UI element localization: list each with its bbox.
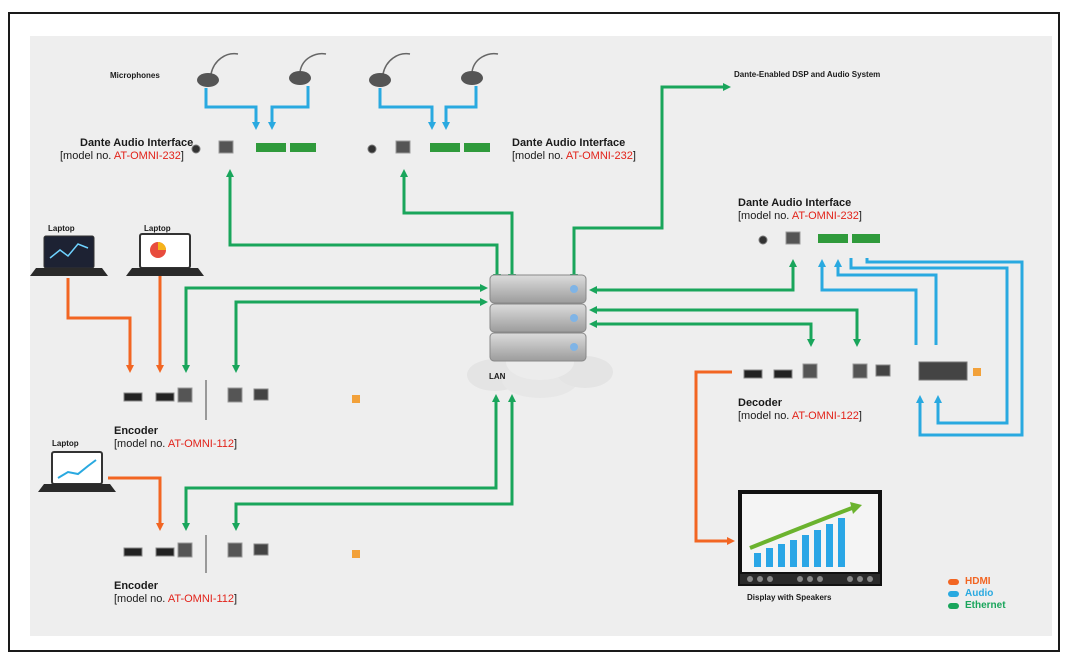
model-prefix: [model no.: [114, 593, 168, 605]
dante-interface-name: Dante Audio Interface: [738, 197, 852, 209]
model-number: AT-OMNI-232: [565, 150, 633, 162]
dante-interface-2-label: Dante Audio Interface: [512, 137, 625, 150]
ethernet-link-encoder-2-b: [232, 394, 516, 531]
dante-interface-name: Dante Audio Interface: [512, 137, 626, 149]
microphone-icon: [369, 52, 411, 87]
ethernet-link-decoder-a: [589, 306, 861, 347]
audio-link-mic-3: [378, 88, 436, 130]
encoder-2-label: Encoder: [114, 580, 159, 592]
model-suffix: ]: [858, 210, 862, 222]
encoder-2-model: [model no. AT-OMNI-112]: [114, 593, 237, 606]
legend-swatch: [948, 578, 959, 585]
hdmi-link-display: [694, 370, 735, 545]
encoder-1-label: Encoder: [114, 425, 159, 437]
ethernet-link-encoder-1-b: [232, 298, 488, 373]
model-number: AT-OMNI-112: [167, 593, 235, 605]
dante-interface-3-label: Dante Audio Interface: [738, 197, 851, 210]
ethernet-link-dante-2: [400, 169, 516, 282]
dante-interface-1-model: [model no. AT-OMNI-232]: [60, 150, 184, 163]
model-prefix: [model no.: [114, 438, 168, 450]
ethernet-links: [182, 83, 861, 531]
display-label: Display with Speakers: [747, 593, 832, 602]
model-suffix: ]: [234, 438, 238, 450]
hdmi-link-laptop-3: [108, 476, 164, 531]
model-number: AT-OMNI-232: [791, 210, 859, 222]
model-suffix: ]: [632, 150, 636, 162]
ethernet-link-dsp: [570, 83, 731, 282]
laptop-label: Laptop: [52, 439, 79, 448]
model-prefix: [model no.: [738, 410, 792, 422]
audio-link-dec-dante-b: [818, 259, 918, 345]
hdmi-links: [66, 276, 735, 545]
display-icon: [738, 490, 882, 586]
microphone-icon: [289, 52, 327, 85]
microphone-icon: [197, 52, 239, 87]
dsp-label: Dante-Enabled DSP and Audio System: [734, 70, 881, 79]
legend-hdmi: HDMI: [948, 576, 991, 587]
model-prefix: [model no.: [60, 150, 114, 162]
dante-interface-details: [191, 140, 880, 245]
lan-label: LAN: [489, 372, 506, 381]
legend-label: Audio: [965, 588, 994, 599]
legend-swatch: [948, 602, 959, 609]
dante-interface-3-model: [model no. AT-OMNI-232]: [738, 210, 862, 223]
ethernet-link-encoder-1-a: [182, 284, 488, 373]
audio-link-dec-dante-a: [834, 259, 938, 345]
model-prefix: [model no.: [512, 150, 566, 162]
laptop-label: Laptop: [144, 224, 171, 233]
audio-link-mic-2: [268, 86, 310, 130]
lan-icon: [467, 274, 613, 398]
laptop-icon: [126, 233, 204, 276]
model-prefix: [model no.: [738, 210, 792, 222]
decoder-model: [model no. AT-OMNI-122]: [738, 410, 862, 423]
ethernet-link-decoder-b: [589, 320, 815, 347]
legend-audio: Audio: [948, 588, 993, 599]
audio-link-mic-4: [442, 86, 478, 130]
model-suffix: ]: [234, 593, 238, 605]
hdmi-link-laptop-1: [66, 278, 134, 373]
laptop-icon: [30, 235, 108, 276]
encoder-decoder-details: [123, 361, 981, 573]
dante-interface-1-label: Dante Audio Interface: [80, 137, 194, 150]
microphone-icon: [461, 52, 499, 85]
legend-label: HDMI: [965, 576, 991, 587]
legend-ethernet: Ethernet: [948, 600, 1006, 611]
legend-label: Ethernet: [965, 600, 1006, 611]
dante-interface-name: Dante Audio Interface: [80, 137, 194, 149]
model-suffix: ]: [858, 410, 862, 422]
audio-links: [204, 86, 1024, 437]
dante-interface-2-model: [model no. AT-OMNI-232]: [512, 150, 636, 163]
audio-link-dante-dec-a: [849, 258, 1009, 425]
ethernet-link-dante-3: [589, 259, 797, 294]
decoder-label: Decoder: [738, 397, 783, 409]
encoder-1-model: [model no. AT-OMNI-112]: [114, 438, 237, 451]
microphones-group: [197, 52, 499, 87]
microphones-label: Microphones: [110, 71, 160, 80]
model-number: AT-OMNI-232: [113, 150, 181, 162]
laptop-label: Laptop: [48, 224, 75, 233]
model-suffix: ]: [180, 150, 184, 162]
model-number: AT-OMNI-112: [167, 438, 235, 450]
legend-swatch: [948, 590, 959, 597]
audio-link-mic-1: [204, 88, 260, 130]
laptop-icon: [38, 451, 116, 492]
audio-link-dante-dec-b: [865, 258, 1024, 437]
model-number: AT-OMNI-122: [791, 410, 859, 422]
